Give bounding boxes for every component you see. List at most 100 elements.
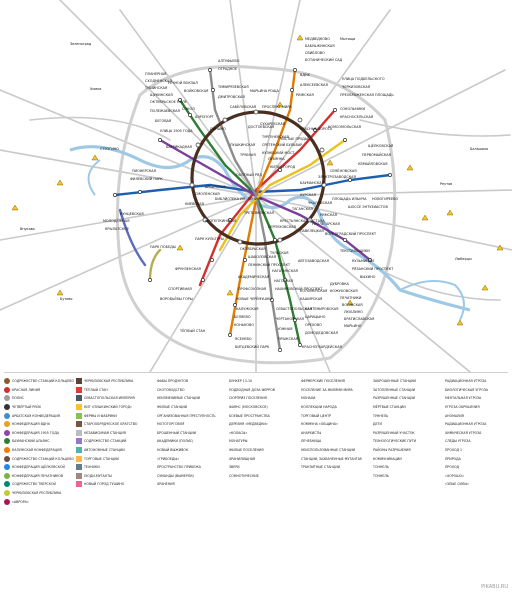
legend-item-label: «Злые силы» (445, 482, 469, 487)
legend-item: Брошенный станции (148, 429, 218, 438)
legend-item: Заброшенные станции (364, 377, 434, 386)
legend-item: Кит «Пушкинский город» (76, 403, 146, 412)
label-tsaritsyno: ЦАРИЦЫНО (305, 315, 326, 319)
legend-item: Звери (220, 463, 290, 472)
faction-swatch-icon (76, 464, 82, 471)
warning-icon (148, 464, 155, 470)
legend-item-label: Разрушенный участок (373, 430, 415, 435)
faction-swatch-icon (4, 378, 10, 385)
faction-swatch-icon (4, 464, 10, 471)
legend-item: Содружество станций кольцевой линии (Ган… (4, 377, 74, 386)
label-dmitrovskaya: ДМИТРОВСКАЯ (218, 95, 245, 99)
label-kaluzhskaya: КАЛУЖСКАЯ (236, 307, 259, 311)
legend-item: Районы разрушения (364, 446, 434, 455)
legend-item-label: Фаянс (Московское) (229, 405, 268, 410)
warning-icon (292, 404, 299, 410)
line-lilac (118, 208, 147, 267)
legend-item: Неизменимые станции (148, 394, 218, 403)
label-avtozavodskaya: АВТОЗАВОДСКАЯ (298, 259, 330, 263)
label-lubyanka: ЛУБЯНКА (268, 157, 285, 161)
faction-swatch-icon (4, 455, 10, 462)
label-sukharevskaya: СУХАРЕВСКАЯ (260, 122, 286, 126)
label-polezhaevskaya: ПОЛЕЖАЕВСКАЯ (150, 109, 180, 113)
legend-item-label: Содружество станций кольцевой линии (12, 456, 74, 461)
label-lyublino: ЛЮБЛИНО (344, 310, 363, 314)
label-bittsevsky: БИТЦЕВСКИЙ ПАРК (235, 344, 270, 349)
legend-item: Конфедерация ВДНХ (4, 420, 74, 429)
legend-item: Аномалия (436, 411, 506, 420)
legend-item: Фабы продуктов (148, 377, 218, 386)
legend-item-label: Химическая угроза (445, 430, 482, 435)
label-kievskaya: КИЕВСКАЯ (185, 202, 205, 206)
label-taganskaya: ТАГАНСКАЯ (291, 207, 313, 211)
warning-icon (148, 430, 155, 436)
warning-icon (220, 378, 227, 384)
legend-item-label: Тоннель (373, 473, 389, 478)
faction-swatch-icon (76, 404, 82, 411)
legend-item: Анархисты (292, 429, 362, 438)
line-orange (228, 68, 297, 337)
warning-icon (292, 395, 299, 401)
faction-swatch-icon (4, 421, 10, 428)
label-timiryazevskaya: ТИМИРЯЗЕВСКАЯ (217, 85, 249, 89)
label-konkovo: КОНЬКОВО (234, 323, 254, 327)
warning-icon (436, 438, 443, 444)
label-begovaya: БЕГОВАЯ (155, 119, 172, 123)
label-nagornaya: НАГОРНАЯ (274, 279, 294, 283)
legend-item-label: Тёплый стан (84, 387, 108, 392)
faction-swatch-icon (76, 429, 82, 436)
label-sretensky: СРЕТЕНСКИЙ БУЛЬВАР (262, 142, 302, 147)
warning-icon (436, 404, 443, 410)
faction-swatch-icon (76, 481, 82, 488)
hazard-markers (11, 34, 504, 326)
legend-item: Академики (Полис) (148, 437, 218, 446)
label-voykovskaya: ВОЙКОВСКАЯ (184, 88, 209, 93)
warning-icon (220, 430, 227, 436)
legend-item-label: «Грибоеды» (157, 456, 180, 461)
faction-swatch-icon (76, 472, 82, 479)
station-labels: ПЛАНЕРНАЯ СХОДНЕНСКАЯ ТУШИНСКАЯ ЩУКИНСКА… (100, 37, 398, 349)
legend-item: Содружество станций (76, 437, 146, 446)
warning-icon (148, 456, 155, 462)
legend-item: Жилые станции (148, 403, 218, 412)
label-izmaylovskaya: ИЗМАЙЛОВСКАЯ (358, 161, 388, 166)
warning-icon (220, 456, 227, 462)
legend-item: Красная линия (4, 386, 74, 395)
warning-icon (364, 413, 371, 419)
legend-item-label: Арбатская конфедерация (12, 413, 60, 418)
legend-item: Люди-мутанты (76, 472, 146, 481)
legend-item-label: Пространство прибежа (157, 465, 201, 470)
label-prazhskaya: ПРАЖСКАЯ (278, 337, 299, 341)
legend-item-label: Радиационная угроза (445, 379, 487, 384)
line-pink (148, 248, 162, 282)
legend-item-label: Мёртвые станции (373, 405, 406, 410)
label-kozhukhovskaya: КОЖУХОВСКАЯ (330, 289, 358, 293)
warning-icon (148, 404, 155, 410)
legend-item: «Коласы» (220, 429, 290, 438)
legend-item-label: Фабы продуктов (157, 379, 189, 384)
label-ryazansky: РЯЗАНСКИЙ ПРОСПЕКТ (352, 266, 394, 271)
label-kitay-gorod: КИТАЙ-ГОРОД (270, 164, 296, 169)
label-dostoevskaya: ДОСТОЕВСКАЯ (248, 125, 275, 129)
warning-icon (220, 447, 227, 453)
label-baumanskaya: БАУМАНСКАЯ (300, 181, 325, 185)
legend-column: Радиационная угрозаБиологическая угрозаМ… (436, 377, 506, 489)
faction-swatch-icon (76, 395, 82, 402)
label-sportivnaya: СПОРТИВНАЯ (168, 287, 192, 291)
legend-item: Следы угроза (436, 437, 506, 446)
legend-item: Монахи (292, 394, 362, 403)
legend-item: Жилые поселения (220, 446, 290, 455)
region-lyubertsy: Люберцы (455, 257, 472, 261)
warning-icon (364, 378, 371, 384)
legend-item-label: Фермы и фабрики (84, 413, 117, 418)
credit-watermark: PIKABU.RU (481, 584, 508, 590)
legend-item-label: Заброшенные станции (373, 379, 416, 384)
legend-item: Организованная преступность (148, 411, 218, 420)
legend-item-label: Черкизовская республика (12, 491, 62, 496)
label-shchelkovskaya: ЩЁЛКОВСКАЯ (368, 143, 394, 148)
legend-item: Неиспользованные станции (292, 446, 362, 455)
legend-item: Монатуры (220, 437, 290, 446)
legend-item: Конфедерация 1905 года (4, 429, 74, 438)
label-pionerskaya: ПИОНЕРСКАЯ (132, 169, 157, 173)
label-novye-cheremushki: НОВЫЕ ЧЕРЁМУШКИ (236, 296, 272, 301)
